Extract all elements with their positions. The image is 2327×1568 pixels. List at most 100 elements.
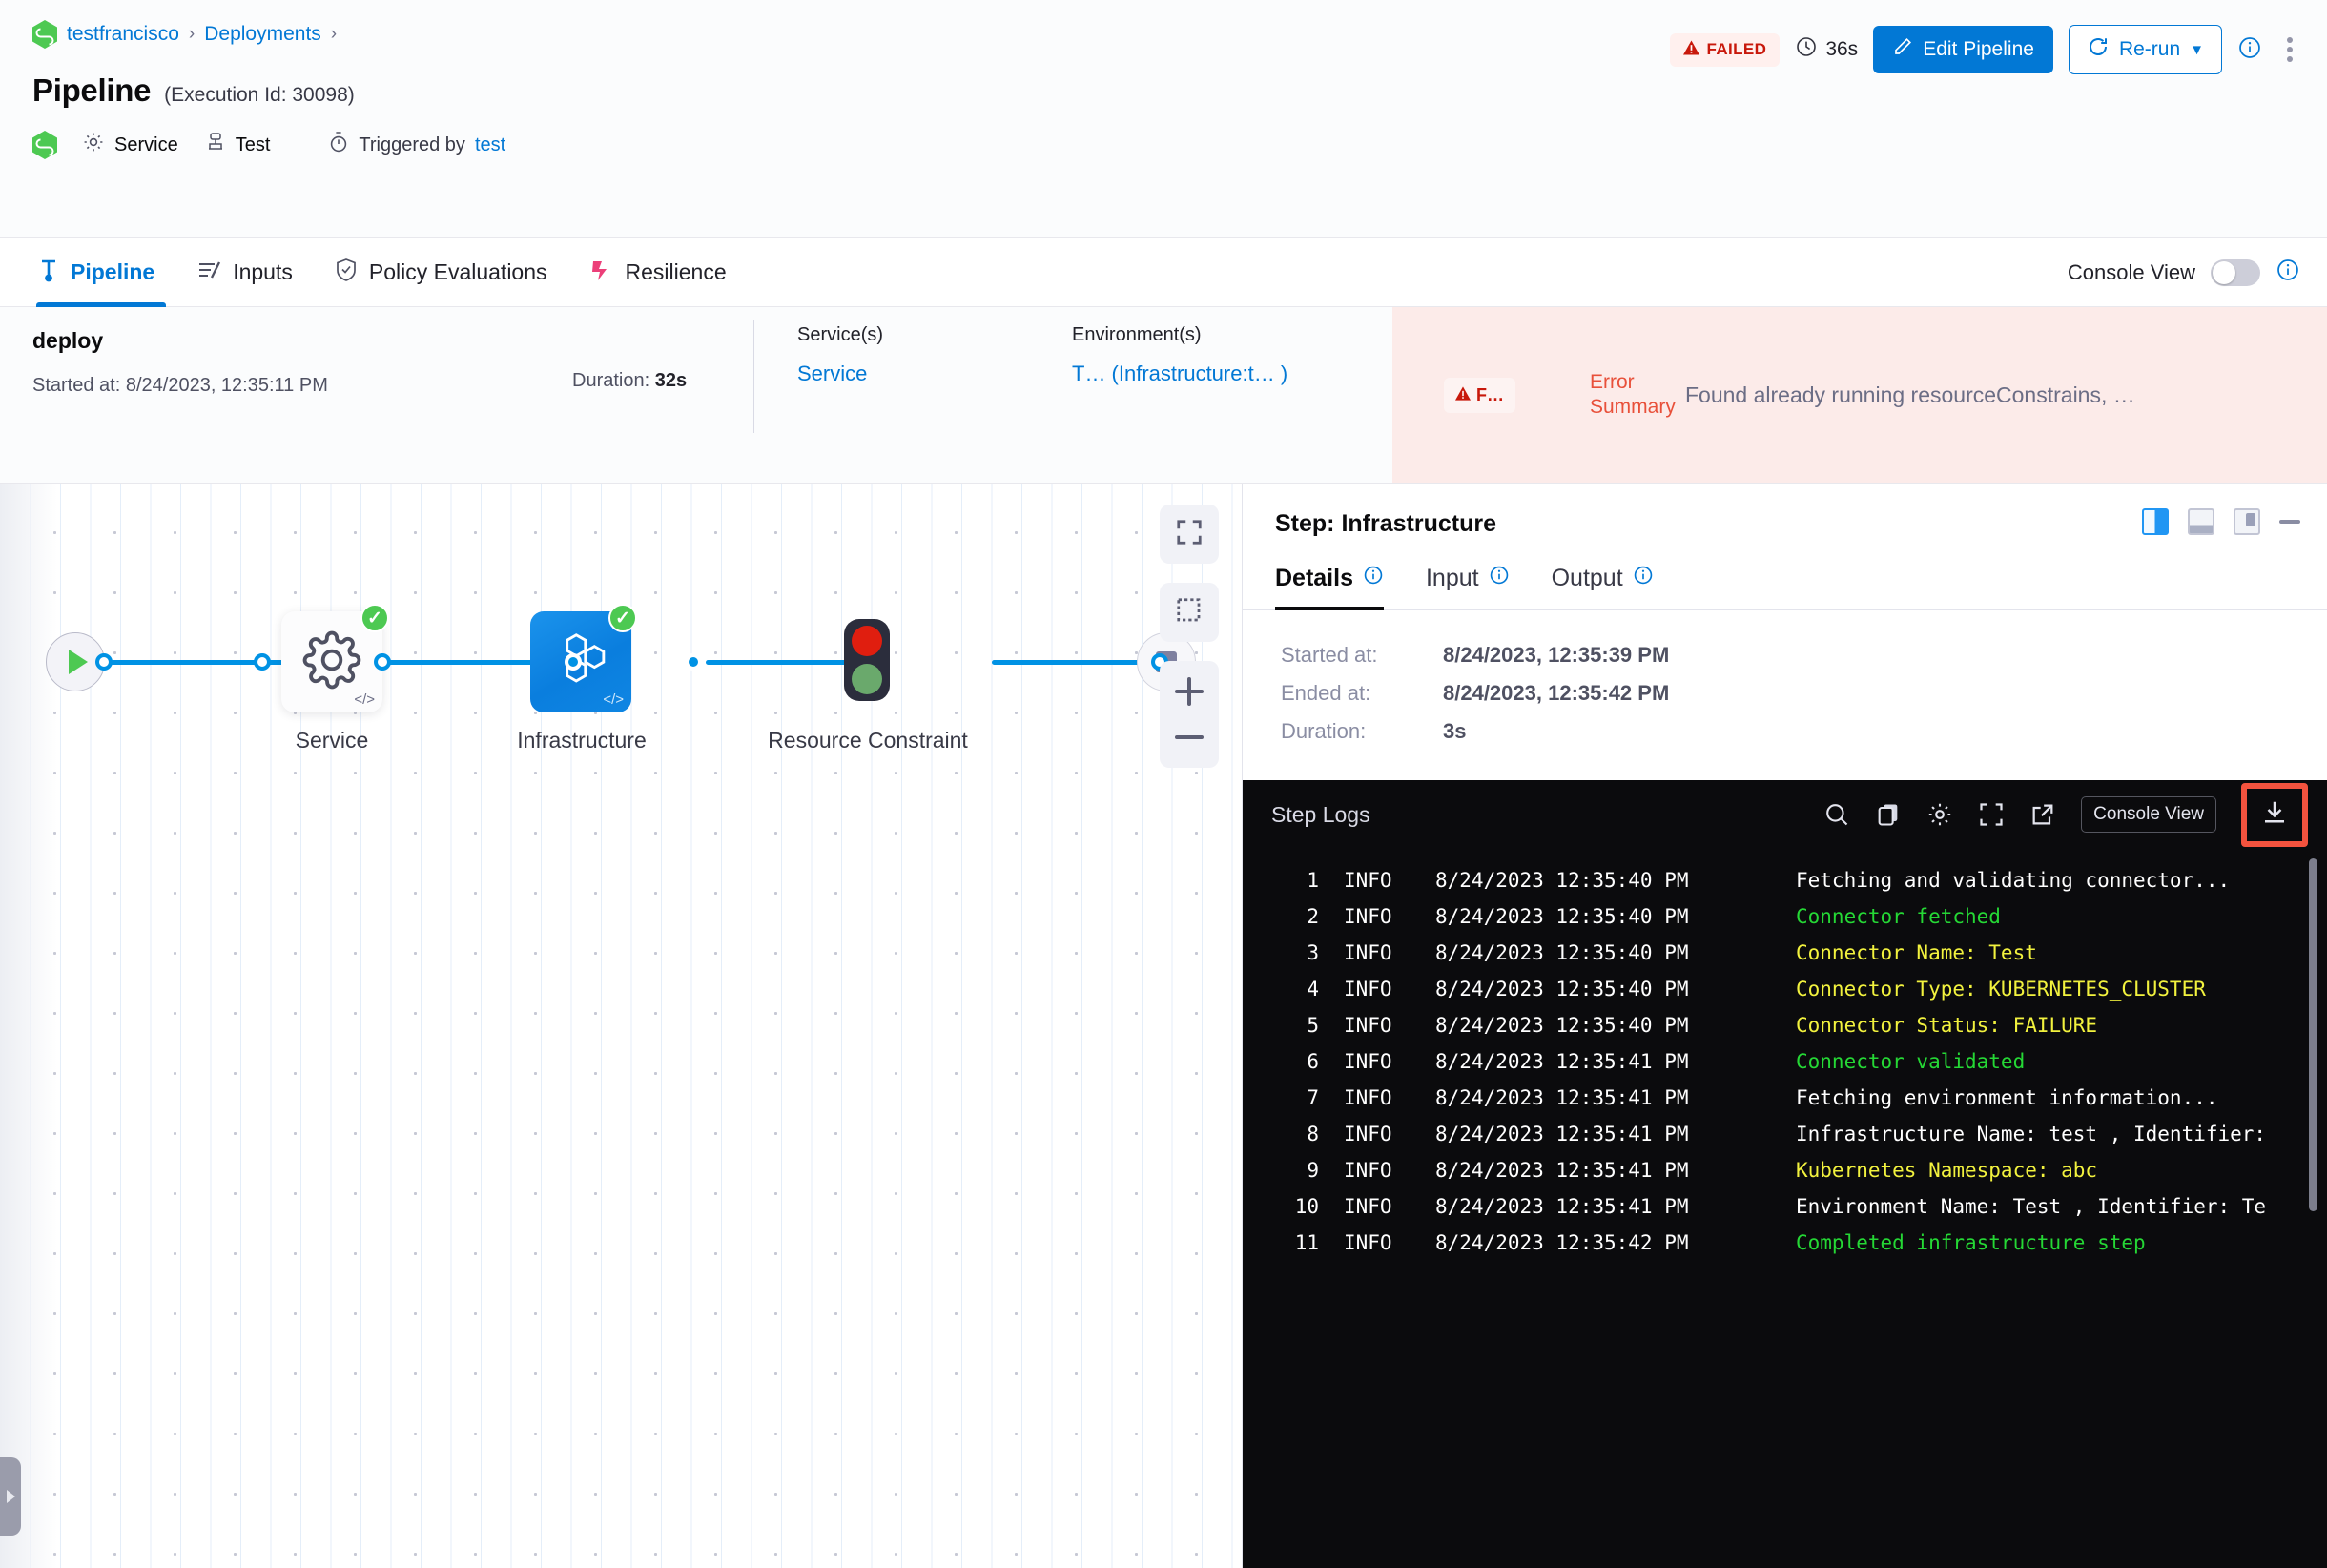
detail-ended-value: 8/24/2023, 12:35:42 PM <box>1443 681 1670 705</box>
graph-node-start[interactable] <box>46 632 105 691</box>
switch-knob <box>2213 260 2235 284</box>
tab-details[interactable]: Details <box>1275 565 1384 610</box>
services-value[interactable]: Service <box>797 361 868 385</box>
log-message: Connector Name: Test <box>1796 941 2037 964</box>
port-start-out <box>95 653 113 671</box>
log-scrollbar[interactable] <box>2309 858 2317 1211</box>
more-options-button[interactable] <box>2277 31 2302 68</box>
stopwatch-icon <box>328 131 349 159</box>
log-message: Kubernetes Namespace: abc <box>1796 1159 2098 1182</box>
zoom-controls[interactable] <box>1160 661 1219 768</box>
meta-trigger-user[interactable]: test <box>474 134 506 155</box>
meta-test: Test <box>205 132 270 158</box>
console-view-toggle-group: Console View <box>2068 258 2300 287</box>
log-line-number: 10 <box>1294 1195 1319 1218</box>
console-view-label: Console View <box>2067 259 2195 284</box>
console-view-info-icon[interactable] <box>2276 258 2300 287</box>
select-area-button[interactable] <box>1160 583 1219 642</box>
copy-icon[interactable] <box>1875 801 1902 828</box>
logs-console-view-button[interactable]: Console View <box>2081 796 2216 833</box>
tab-pipeline[interactable]: Pipeline <box>32 238 175 307</box>
error-status-chip: F… <box>1444 377 1515 413</box>
stage-name: deploy <box>32 328 104 353</box>
stage-summary: deploy Started at: 8/24/2023, 12:35:11 P… <box>0 307 2327 484</box>
log-line-number: 7 <box>1307 1086 1319 1109</box>
log-level: INFO <box>1344 1123 1392 1145</box>
edge-infrastructure-to-resource <box>706 660 849 665</box>
fullscreen-icon[interactable] <box>1978 801 2005 828</box>
graph-node-service[interactable]: </> <box>281 611 382 712</box>
edge-service-to-infrastructure <box>367 660 572 665</box>
edit-pipeline-button[interactable]: Edit Pipeline <box>1873 26 2053 73</box>
breadcrumb-item-project[interactable]: testfrancisco <box>67 23 179 45</box>
open-external-icon[interactable] <box>2029 801 2056 828</box>
error-summary-label: Error Summary <box>1590 370 1676 418</box>
chevron-down-icon: ▼ <box>2190 41 2204 58</box>
tab-output[interactable]: Output <box>1552 565 1654 609</box>
stage-started: Started at: 8/24/2023, 12:35:11 PM <box>32 375 328 397</box>
tab-inputs-label: Inputs <box>233 259 293 284</box>
tab-input[interactable]: Input <box>1426 565 1510 609</box>
minimize-icon[interactable] <box>2279 520 2300 524</box>
pipeline-graph-canvas[interactable]: </> ✓ Service </> ✓ Infrastructu <box>0 484 1242 1568</box>
split-bottom-view-icon[interactable] <box>2188 508 2214 535</box>
minus-icon[interactable] <box>1175 723 1204 752</box>
port-service-in <box>254 653 271 671</box>
output-info-icon[interactable] <box>1633 565 1654 592</box>
step-details-list: Started at: 8/24/2023, 12:35:39 PM Ended… <box>1243 610 2327 757</box>
tab-inputs[interactable]: Inputs <box>175 238 314 307</box>
port-service-out <box>374 653 391 671</box>
split-right-view-icon[interactable] <box>2142 508 2169 535</box>
breadcrumb-separator-2: › <box>330 24 338 44</box>
port-infrastructure-out <box>685 653 702 671</box>
gear-icon[interactable] <box>1926 801 1953 828</box>
play-icon <box>69 650 88 674</box>
graph-tools <box>1160 505 1219 768</box>
edge-resource-to-end <box>992 660 1159 665</box>
log-timestamp: 8/24/2023 12:35:42 PM <box>1435 1231 1689 1254</box>
page-body: </> ✓ Service </> ✓ Infrastructu <box>0 484 2327 1568</box>
log-timestamp: 8/24/2023 12:35:41 PM <box>1435 1195 1689 1218</box>
rerun-info-icon[interactable] <box>2237 35 2262 65</box>
console-view-switch[interactable] <box>2211 258 2260 286</box>
harness-logo-icon <box>32 20 57 49</box>
error-summary-text: Found already running resourceConstrains… <box>1685 382 2135 407</box>
log-level: INFO <box>1344 941 1392 964</box>
environments-value[interactable]: T… (Infrastructure:t… ) <box>1072 361 1288 385</box>
traffic-lamp-green <box>852 663 882 694</box>
error-summary-panel: F… Error Summary Found already running r… <box>1392 307 2327 483</box>
stage-duration-label: Duration: <box>572 370 650 391</box>
collapse-drawer-handle[interactable] <box>0 1457 21 1536</box>
log-line-number: 11 <box>1294 1231 1319 1254</box>
tab-resilience[interactable]: Resilience <box>568 238 748 307</box>
input-info-icon[interactable] <box>1489 565 1510 592</box>
graph-node-resource-constraint[interactable] <box>844 619 890 701</box>
meta-trigger: Triggered by test <box>328 131 505 159</box>
status-success-icon-service: ✓ <box>360 604 389 632</box>
tab-policy-evaluations[interactable]: Policy Evaluations <box>314 238 568 307</box>
detail-duration-value: 3s <box>1443 719 1467 743</box>
edit-pipeline-label: Edit Pipeline <box>1923 38 2034 60</box>
search-icon[interactable] <box>1823 801 1850 828</box>
rerun-button[interactable]: Re-run ▼ <box>2068 25 2222 74</box>
refresh-icon <box>2087 35 2110 64</box>
plus-icon[interactable] <box>1175 677 1204 706</box>
docked-panel-icon[interactable] <box>2234 508 2260 535</box>
log-level: INFO <box>1344 978 1392 1001</box>
breadcrumb-item-deployments[interactable]: Deployments <box>204 23 321 45</box>
tab-policy-evaluations-label: Policy Evaluations <box>368 259 547 284</box>
execution-duration-value: 36s <box>1825 38 1859 60</box>
graph-node-infrastructure-label: Infrastructure <box>517 728 647 753</box>
summary-divider <box>753 320 754 433</box>
fit-to-screen-button[interactable] <box>1160 505 1219 564</box>
chevron-right-icon <box>6 1490 15 1503</box>
execution-duration: 36s <box>1795 35 1858 64</box>
download-logs-button[interactable] <box>2241 782 2308 847</box>
details-info-icon[interactable] <box>1363 565 1384 592</box>
inputs-icon <box>196 258 221 287</box>
log-right-mask <box>2319 849 2327 1568</box>
